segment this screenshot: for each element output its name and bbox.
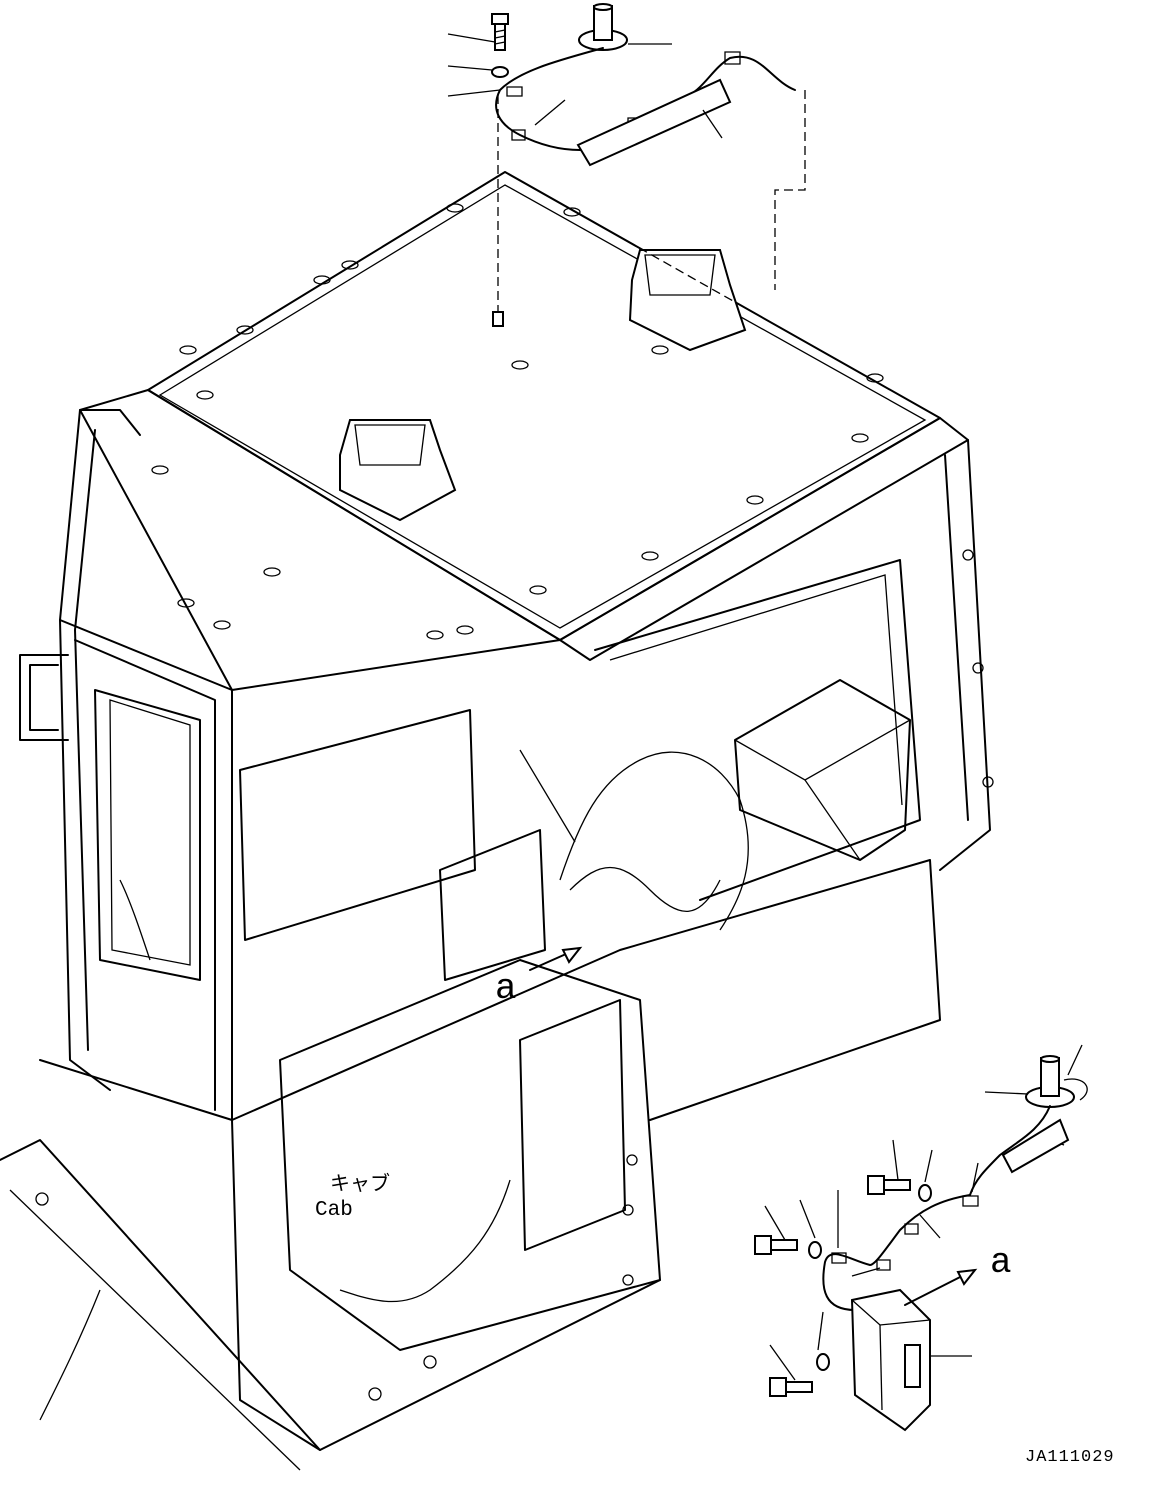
washer-detail-1: [918, 1184, 932, 1202]
antenna-top: [578, 3, 628, 51]
roof-fixture-front: [339, 419, 457, 522]
detail-view-a: [754, 1044, 1088, 1432]
drawing-id: JA111029: [1025, 1448, 1115, 1467]
cab-label-en: Cab: [315, 1199, 353, 1222]
roof-front-edge: [79, 389, 561, 691]
cab-floor: [279, 959, 661, 1351]
grab-handle-left: [19, 654, 69, 741]
roof-fasteners: [151, 203, 884, 640]
bolt-detail-1: [867, 1175, 911, 1195]
view-label-main: a: [495, 968, 517, 1009]
bolt-detail-2: [754, 1235, 798, 1255]
antenna-detail: [1025, 1055, 1088, 1108]
view-arrow-detail: [904, 1271, 971, 1306]
detail-label-tag: [1001, 1118, 1070, 1174]
assembly-leader-lines: [147, 90, 941, 419]
view-arrow-main: [529, 946, 583, 971]
roof-fixture-rear: [628, 249, 747, 352]
cab-label-jp: キャブ: [330, 1171, 390, 1195]
cab-roof-panel: [147, 171, 941, 641]
front-pillar: [59, 409, 111, 1091]
washer-top: [491, 66, 509, 78]
inner-wire-harness: [559, 751, 749, 931]
inner-controller-box: [734, 679, 911, 861]
view-label-detail: a: [990, 1242, 1012, 1283]
bolt-top: [491, 13, 509, 51]
washer-detail-3: [816, 1353, 830, 1371]
harness-label-tag: [576, 78, 732, 167]
control-module-detail: [850, 1288, 931, 1432]
front-window-frame: [94, 689, 201, 981]
washer-detail-2: [808, 1241, 822, 1259]
bolt-detail-3: [769, 1377, 813, 1397]
harness-cable-detail: [822, 1105, 1051, 1311]
standoff-top: [492, 311, 504, 327]
cab-assembly: [0, 171, 994, 1471]
top-antenna-harness-group: [447, 3, 796, 327]
